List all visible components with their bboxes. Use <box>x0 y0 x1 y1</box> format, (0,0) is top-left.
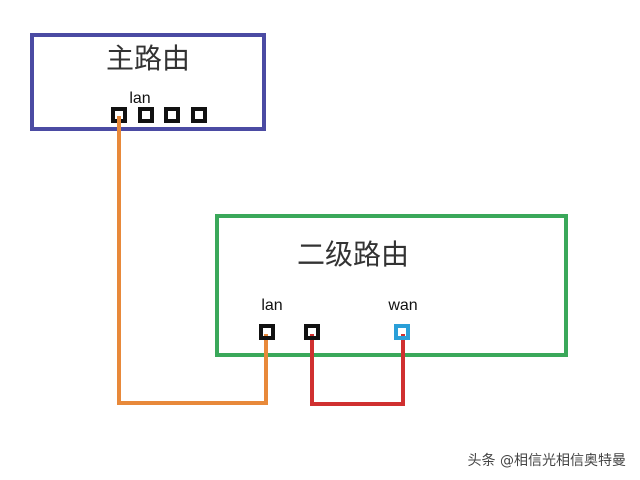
main-lan-port-2 <box>138 107 154 123</box>
main-router-box <box>30 33 266 131</box>
secondary-router-box <box>215 214 568 357</box>
secondary-lan-port-1 <box>259 324 275 340</box>
secondary-wan-port <box>394 324 410 340</box>
secondary-lan-port-2 <box>304 324 320 340</box>
main-router-title: 主路由 <box>106 42 190 75</box>
main-lan-port-4 <box>191 107 207 123</box>
main-router-lan-label: lan <box>129 90 150 107</box>
secondary-router-title: 二级路由 <box>297 238 409 271</box>
secondary-lan-label: lan <box>261 297 282 314</box>
watermark: 头条 @相信光相信奥特曼 <box>468 452 626 469</box>
orange-cable <box>117 116 268 405</box>
main-lan-port-3 <box>164 107 180 123</box>
main-router-ports <box>111 107 207 123</box>
red-cable <box>310 334 405 406</box>
secondary-wan-label: wan <box>387 297 417 314</box>
